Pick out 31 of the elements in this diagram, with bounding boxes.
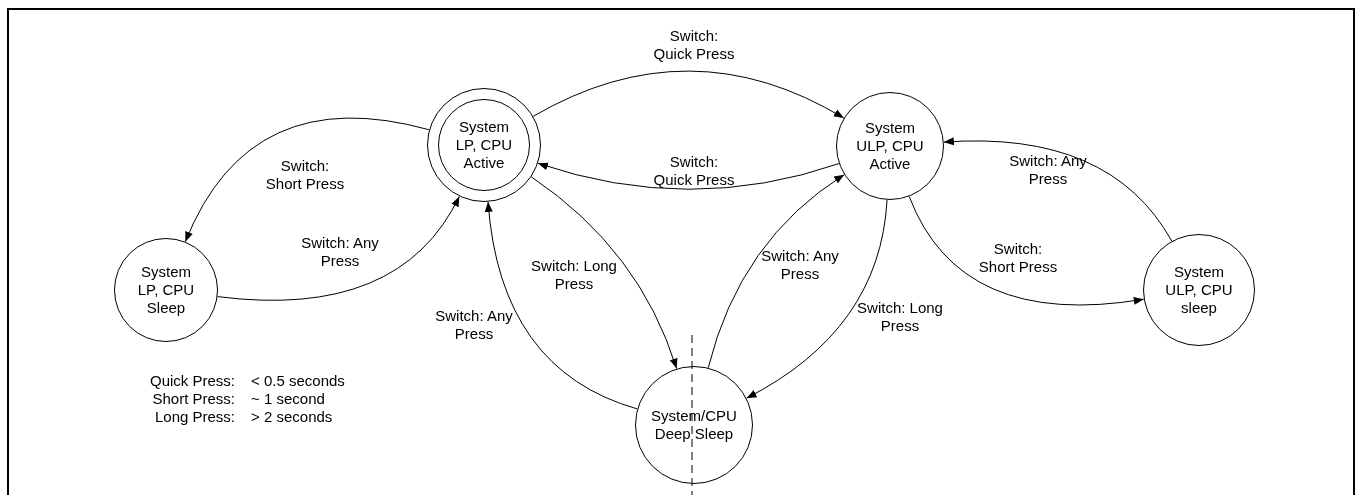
term-label: Quick Press:: [150, 372, 236, 390]
edge-label: Switch: Long Press: [856, 299, 944, 335]
term-label: Short Press:: [151, 390, 236, 408]
state-label: System LP, CPU Sleep: [136, 263, 196, 317]
transition-arrow: [532, 70, 845, 119]
duration-label: > 2 seconds: [251, 408, 334, 426]
transition-arrow: [485, 201, 638, 410]
state-label: System ULP, CPU sleep: [1164, 263, 1234, 317]
edge-label: Switch: Quick Press: [652, 27, 736, 63]
transition-arrow: [184, 117, 430, 243]
edge-label: Switch: Quick Press: [652, 153, 736, 189]
edge-label: Switch: Any Press: [1008, 152, 1088, 188]
transition-arrow: [537, 162, 840, 190]
transition-arrow: [943, 137, 1173, 242]
transition-arrow: [908, 195, 1145, 306]
edge-label: Switch: Short Press: [264, 157, 346, 193]
edge-label: Switch: Any Press: [434, 307, 514, 343]
edge-label: Switch: Any Press: [300, 234, 380, 270]
transition-arrow: [217, 195, 460, 301]
transition-arrow: [530, 176, 678, 370]
duration-label: < 0.5 seconds: [251, 372, 345, 390]
transition-arrow: [707, 174, 845, 369]
state-label: System LP, CPU Active: [454, 118, 514, 172]
state-label: System ULP, CPU Active: [855, 119, 925, 173]
state-label: System/CPU Deep Sleep: [650, 407, 738, 443]
edge-label: Switch: Short Press: [977, 240, 1059, 276]
duration-label: ~ 1 second: [251, 390, 326, 408]
edge-label: Switch: Any Press: [760, 247, 840, 283]
term-label: Long Press:: [154, 408, 236, 426]
edge-label: Switch: Long Press: [530, 257, 618, 293]
transition-arrow: [746, 199, 888, 399]
